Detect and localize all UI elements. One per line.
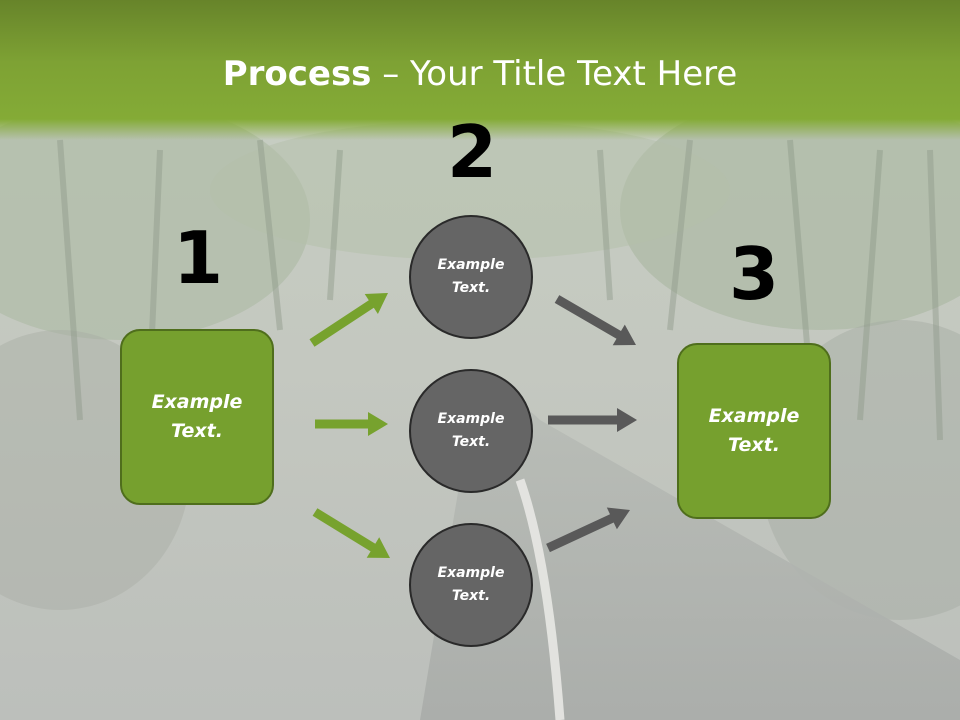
- slide-title[interactable]: Process – Your Title Text Here: [0, 52, 960, 96]
- step-circle-bottom[interactable]: Example Text.: [409, 523, 533, 647]
- step-circle-top-text: Example Text.: [437, 257, 505, 296]
- arrow-box1-to-circle-bottom: [312, 508, 390, 558]
- arrow-box1-to-circle-top: [309, 293, 388, 347]
- step-box-1-text: Example Text.: [151, 391, 243, 442]
- step-number-1: 1: [172, 216, 224, 300]
- step-box-3[interactable]: Example Text.: [677, 343, 831, 519]
- step-box-3-text: Example Text.: [708, 405, 800, 456]
- step-circle-middle-text: Example Text.: [437, 411, 505, 450]
- step-circle-bottom-text: Example Text.: [437, 565, 505, 604]
- step-circle-top[interactable]: Example Text.: [409, 215, 533, 339]
- step-number-3: 3: [728, 232, 780, 316]
- arrow-box1-to-circle-middle: [315, 412, 388, 436]
- arrow-circle-bottom-to-box3: [546, 507, 630, 553]
- title-rest: – Your Title Text Here: [371, 54, 738, 94]
- title-banner: [0, 0, 960, 140]
- step-box-1[interactable]: Example Text.: [120, 329, 274, 505]
- arrow-circle-middle-to-box3: [548, 408, 637, 432]
- step-circle-middle[interactable]: Example Text.: [409, 369, 533, 493]
- step-number-2: 2: [446, 110, 498, 194]
- title-strong: Process: [222, 54, 372, 94]
- arrow-circle-top-to-box3: [554, 295, 636, 346]
